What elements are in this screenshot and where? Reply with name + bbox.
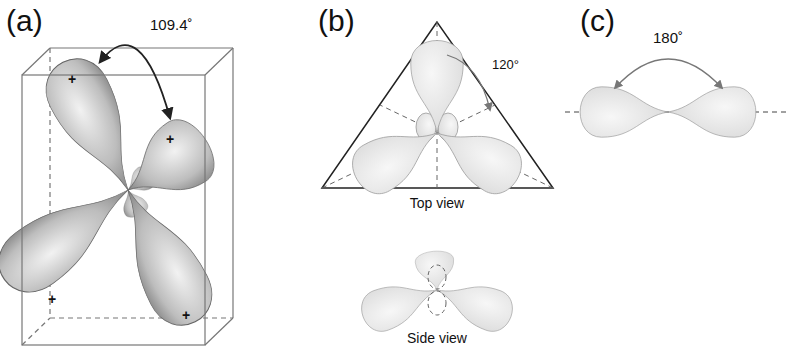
sp3-figure: [0, 45, 233, 345]
view-label: Top view: [410, 196, 464, 211]
sign-label: +: [48, 292, 56, 307]
sign-label: +: [166, 132, 174, 147]
sign-label: +: [182, 308, 190, 323]
angle-label: 180˚: [653, 30, 683, 47]
angle-label: 120°: [492, 58, 519, 72]
panel-label: (c): [580, 4, 615, 37]
view-label: Side view: [407, 331, 467, 346]
sign-label: +: [68, 72, 76, 87]
sp2-figure: [322, 22, 553, 337]
sp-figure: [565, 59, 787, 137]
angle-label: 109.4˚: [150, 17, 193, 34]
panel-label: (a): [6, 4, 43, 37]
panel-label: (b): [318, 4, 355, 37]
